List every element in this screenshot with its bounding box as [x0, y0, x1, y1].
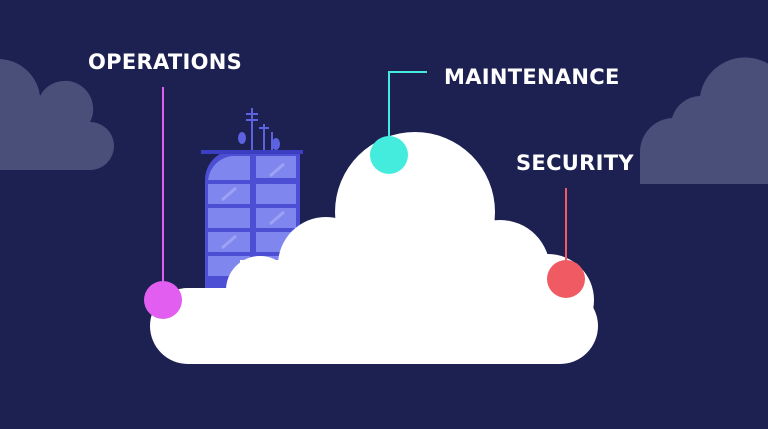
operations-connector [144, 87, 182, 319]
operations-label: OPERATIONS [88, 50, 243, 74]
background-cloud-right [639, 57, 768, 184]
building-icon [201, 108, 303, 290]
security-label: SECURITY [516, 151, 634, 175]
security-connector [547, 188, 585, 298]
operations-node [144, 281, 182, 319]
antenna-icon [238, 108, 280, 150]
security-node [547, 260, 585, 298]
maintenance-label: MAINTENANCE [444, 65, 620, 89]
background-cloud-left [0, 59, 114, 170]
maintenance-connector [370, 71, 427, 174]
maintenance-node [370, 136, 408, 174]
cloud-icon [150, 132, 598, 364]
